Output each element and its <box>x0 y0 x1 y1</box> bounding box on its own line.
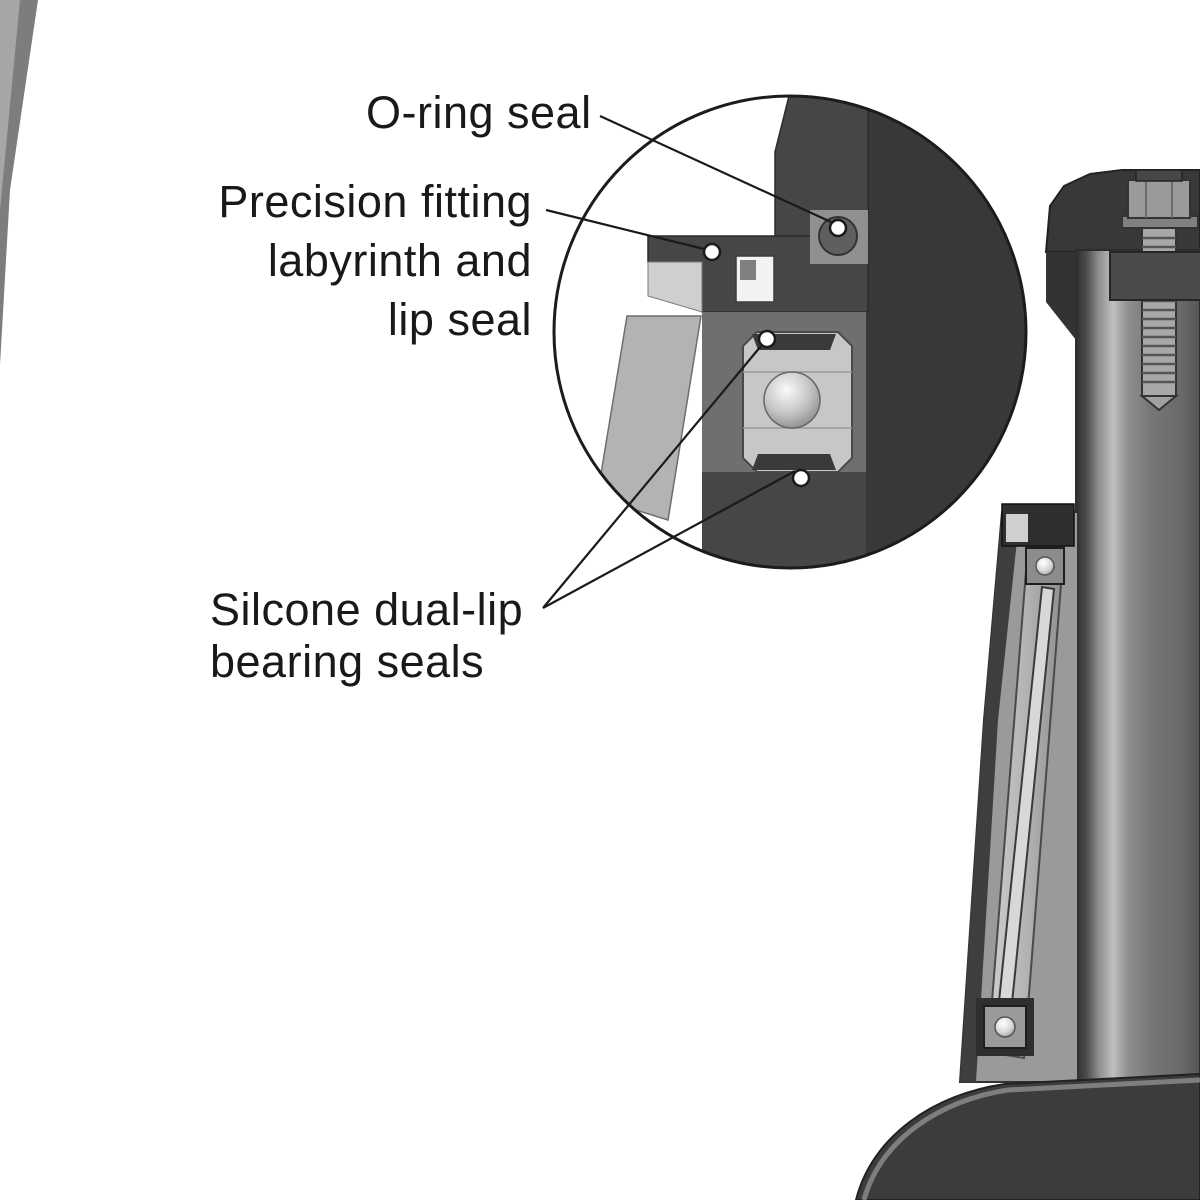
callout-marker-upper-seal <box>757 329 777 349</box>
upper-bearing-insert <box>1006 514 1028 542</box>
callout-line-precision <box>545 208 705 251</box>
dome-base <box>854 1072 1200 1200</box>
callout-marker-labyrinth <box>702 242 722 262</box>
lens-shaft <box>596 315 702 521</box>
housing-cutaway <box>958 503 1079 1083</box>
label-silicone-seals: Silcone dual-lip bearing seals <box>210 584 523 688</box>
label-silicone-line1: Silcone dual-lip <box>210 584 524 635</box>
upper-bearing-ball <box>1035 556 1055 576</box>
label-silicone-line2: bearing seals <box>210 636 485 687</box>
housing-below-bearing <box>702 472 866 568</box>
callout-line-silicone-lower <box>542 470 796 609</box>
bolt-tip <box>1139 395 1179 412</box>
lower-bearing-housing <box>983 1005 1027 1049</box>
callout-line-silicone-upper <box>542 345 762 609</box>
label-precision-fitting: Precision fitting labyrinth and lip seal <box>200 172 532 349</box>
clamp-bolt <box>1109 169 1200 412</box>
cutaway-left-wall <box>960 512 1020 1082</box>
lip-seal-block <box>740 260 756 280</box>
label-precision-line2: labyrinth and <box>267 235 532 286</box>
bolt-head <box>1127 179 1191 219</box>
machine-assembly <box>854 169 1200 1200</box>
bolt-head-top <box>1135 169 1183 182</box>
lower-bearing-ball <box>994 1016 1016 1038</box>
label-precision-line3: lip seal <box>387 294 532 345</box>
bearing-bottom-seal <box>752 454 836 470</box>
label-precision-line1: Precision fitting <box>218 176 532 227</box>
callout-marker-lower-seal <box>791 468 811 488</box>
dome-rim-highlight <box>861 1077 1200 1200</box>
callout-marker-oring <box>828 218 848 238</box>
callouts <box>542 115 848 609</box>
bearing-ball <box>763 371 821 429</box>
body-shoulder-dark <box>1046 252 1076 340</box>
machine-body <box>1075 249 1200 1083</box>
corner-part-fragment <box>0 0 38 365</box>
callout-line-oring <box>599 115 832 223</box>
lens-rim <box>552 94 1028 570</box>
clamp-band <box>1109 251 1200 301</box>
label-oring-seal: O-ring seal <box>366 87 592 138</box>
